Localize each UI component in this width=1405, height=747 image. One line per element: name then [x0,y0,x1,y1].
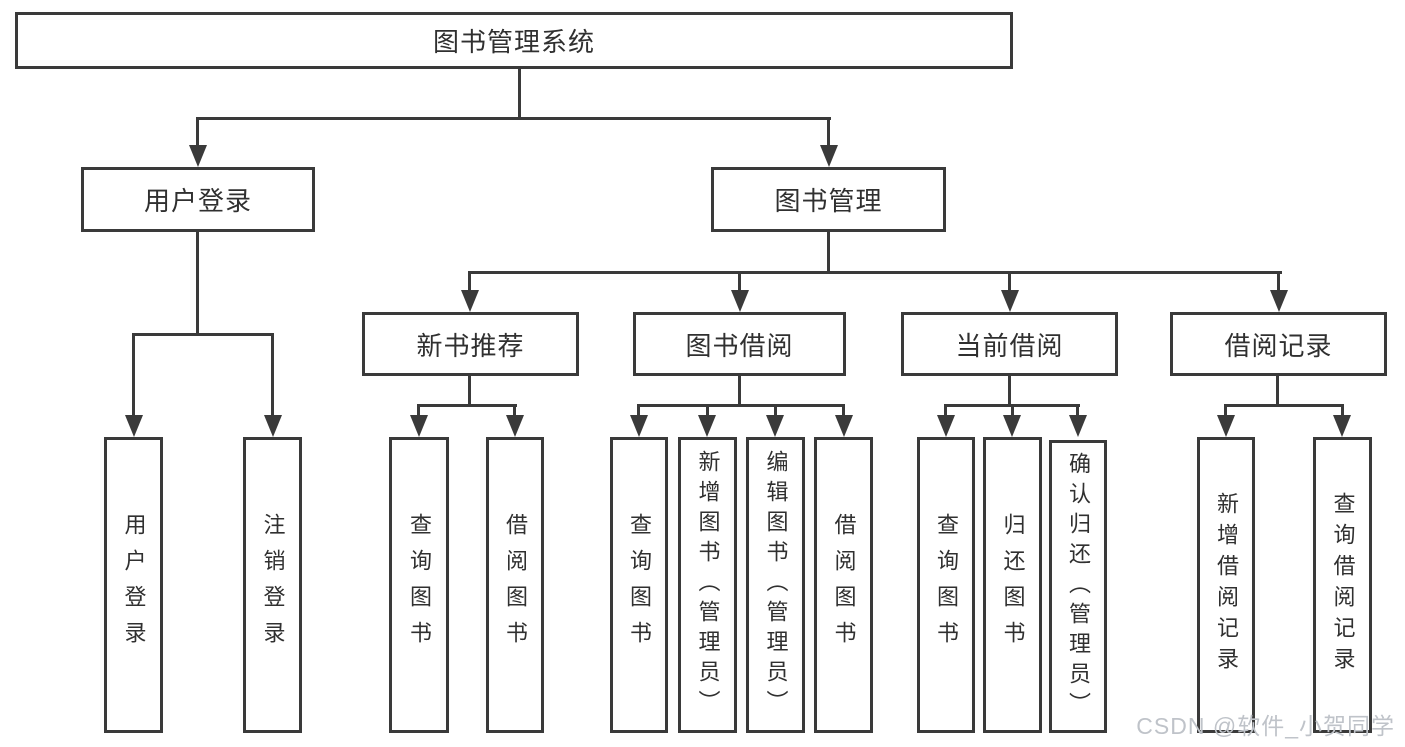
node-new-book-recommend: 新书推荐 [362,312,579,376]
connector-line [417,404,517,407]
connector-line [468,376,471,406]
connector-line [827,232,830,273]
connector-line [271,333,274,418]
leaf-return-books-label: 归还图书 [1000,513,1026,657]
arrow-down-icon [731,290,749,312]
node-root-label: 图书管理系统 [432,27,595,57]
leaf-query-books-current: 查询图书 [917,437,975,733]
arrow-down-icon [1069,415,1087,437]
connector-line [468,271,471,293]
arrow-down-icon [1333,415,1351,437]
connector-line [738,376,741,406]
arrow-down-icon [264,415,282,437]
leaf-user-login-label: 用户登录 [121,513,147,657]
connector-line [1008,376,1011,406]
node-root-library-system: 图书管理系统 [15,12,1013,69]
csdn-watermark: CSDN @软件_小贺同学 [1136,713,1395,739]
leaf-query-books-current-label: 查询图书 [934,513,959,657]
connector-line [827,117,830,149]
connector-line [1224,404,1344,407]
connector-line [132,333,135,418]
node-new-book-recommend-label: 新书推荐 [416,330,525,361]
connector-line [1277,271,1280,293]
node-borrow-records-label: 借阅记录 [1224,330,1333,361]
connector-line [842,404,845,418]
arrow-down-icon [1217,415,1235,437]
leaf-user-login: 用户登录 [104,437,163,733]
leaf-query-books-recommend-label: 查询图书 [407,513,432,657]
leaf-borrow-books-recommend-label: 借阅图书 [503,513,528,657]
arrow-down-icon [1270,290,1288,312]
leaf-borrow-books: 借阅图书 [814,437,873,733]
leaf-logout: 注销登录 [243,437,302,733]
leaf-add-books-admin-label: 新增图书（管理员） [695,450,721,720]
connector-line [196,232,199,335]
node-borrow-records: 借阅记录 [1170,312,1387,376]
leaf-query-books-borrow: 查询图书 [610,437,668,733]
connector-line [1011,404,1014,418]
node-current-borrow-label: 当前借阅 [955,330,1064,361]
connector-line [1276,376,1279,406]
leaf-borrow-books-recommend: 借阅图书 [486,437,544,733]
arrow-down-icon [630,415,648,437]
connector-line [468,271,1282,274]
node-user-login: 用户登录 [81,167,315,232]
arrow-down-icon [506,415,524,437]
arrow-down-icon [820,145,838,167]
leaf-logout-label: 注销登录 [260,513,286,657]
arrow-down-icon [835,415,853,437]
connector-line [774,404,777,418]
node-book-management: 图书管理 [711,167,946,232]
connector-line [1076,404,1079,418]
connector-line [1008,271,1011,293]
node-current-borrow: 当前借阅 [901,312,1118,376]
connector-line [132,333,274,336]
leaf-add-borrow-record-label: 新增借阅记录 [1214,492,1239,678]
leaf-return-books: 归还图书 [983,437,1042,733]
leaf-add-borrow-record: 新增借阅记录 [1197,437,1255,733]
connector-line [1224,404,1227,418]
leaf-confirm-return-admin-label: 确认归还（管理员） [1066,451,1091,722]
node-user-login-label: 用户登录 [143,186,252,216]
leaf-borrow-books-label: 借阅图书 [831,513,857,657]
connector-line [518,69,521,117]
arrow-down-icon [698,415,716,437]
arrow-down-icon [410,415,428,437]
arrow-down-icon [766,415,784,437]
connector-line [738,271,741,293]
node-book-management-label: 图书管理 [774,186,883,216]
node-book-borrow-label: 图书借阅 [685,330,794,361]
leaf-query-borrow-record-label: 查询借阅记录 [1330,492,1356,678]
leaf-query-books-borrow-label: 查询图书 [627,513,652,657]
node-book-borrow: 图书借阅 [633,312,846,376]
connector-line [944,404,947,418]
leaf-edit-books-admin: 编辑图书（管理员） [746,437,805,733]
arrow-down-icon [125,415,143,437]
connector-line [637,404,640,418]
arrow-down-icon [1003,415,1021,437]
leaf-query-books-recommend: 查询图书 [389,437,449,733]
connector-line [417,404,420,418]
connector-line [1341,404,1344,418]
arrow-down-icon [189,145,207,167]
arrow-down-icon [937,415,955,437]
connector-line [196,117,831,120]
leaf-edit-books-admin-label: 编辑图书（管理员） [763,450,789,720]
connector-line [513,404,516,418]
connector-line [706,404,709,418]
leaf-add-books-admin: 新增图书（管理员） [678,437,737,733]
leaf-query-borrow-record: 查询借阅记录 [1313,437,1372,733]
leaf-confirm-return-admin: 确认归还（管理员） [1049,440,1107,733]
arrow-down-icon [1001,290,1019,312]
connector-line [637,404,845,407]
connector-line [196,117,199,149]
arrow-down-icon [461,290,479,312]
